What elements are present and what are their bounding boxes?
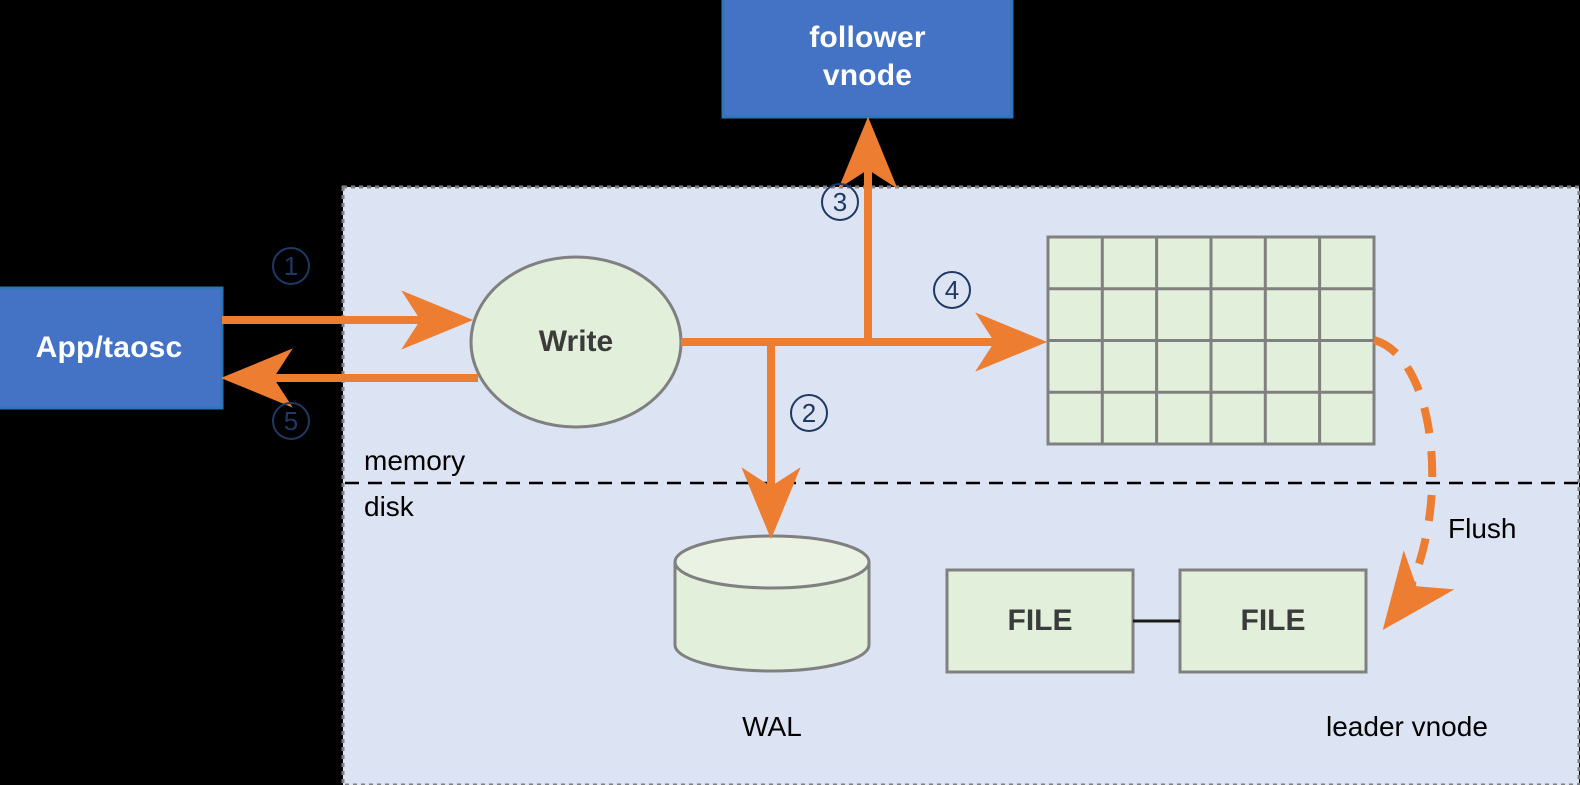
step-number-5: 5 — [272, 402, 310, 440]
write-node-ellipse[interactable] — [469, 255, 683, 429]
follower-vnode-box[interactable] — [721, 0, 1014, 119]
step-number-4: 4 — [933, 271, 971, 309]
step-number-2: 2 — [790, 394, 828, 432]
arrow-flush-memtable-to-file — [1372, 336, 1455, 631]
memtable-grid[interactable] — [1046, 235, 1376, 446]
file-box-right[interactable] — [1178, 568, 1368, 674]
wal-cylinder[interactable] — [673, 534, 871, 673]
app-taosc-box[interactable] — [0, 286, 224, 410]
file-box-left[interactable] — [945, 568, 1135, 674]
step-number-3: 3 — [821, 183, 859, 221]
step-number-1: 1 — [272, 247, 310, 285]
